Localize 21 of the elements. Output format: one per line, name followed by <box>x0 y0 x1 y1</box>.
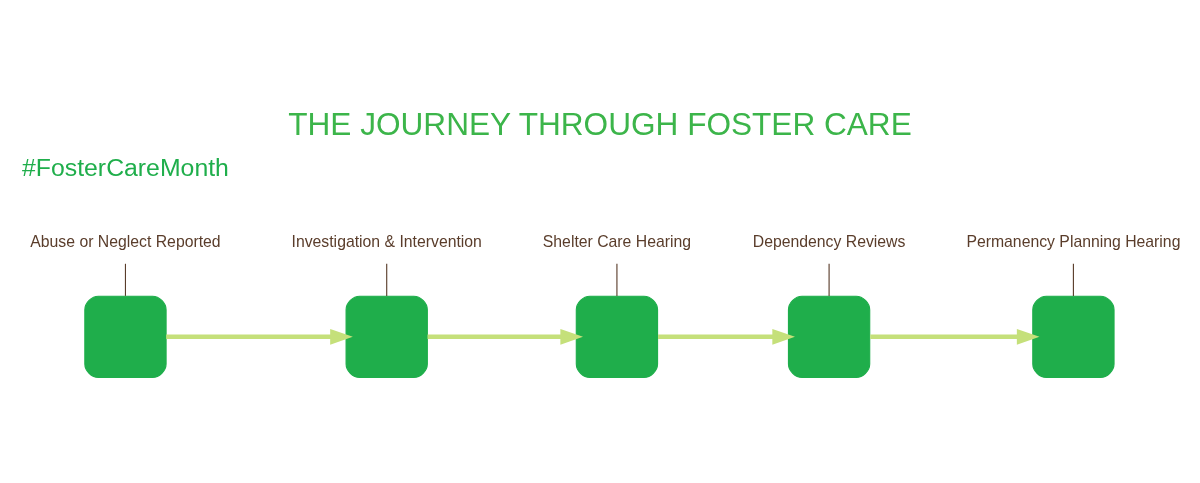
label: #FosterCareMonth <box>22 154 229 182</box>
arrow <box>166 328 353 345</box>
diagram-title: THE JOURNEY THROUGH FOSTER CARE <box>288 106 912 143</box>
node-box <box>787 295 871 379</box>
node-box <box>345 295 428 379</box>
node-text: Permanency Planning Hearing <box>966 233 1181 251</box>
node-text: Shelter Care Hearing <box>542 233 692 251</box>
connector <box>1072 263 1074 297</box>
connector <box>616 263 618 297</box>
node-text: Dependency Reviews <box>752 233 906 251</box>
node-box <box>575 295 659 379</box>
arrow <box>427 328 583 345</box>
arrow <box>658 328 795 345</box>
connector <box>828 263 830 297</box>
node-box <box>1032 295 1115 379</box>
node-box <box>84 295 167 379</box>
connector <box>124 263 127 297</box>
connector <box>386 263 388 297</box>
node-text: Abuse or Neglect Reported <box>30 233 221 251</box>
node-text: Investigation & Intervention <box>291 233 482 251</box>
arrow <box>870 328 1040 345</box>
